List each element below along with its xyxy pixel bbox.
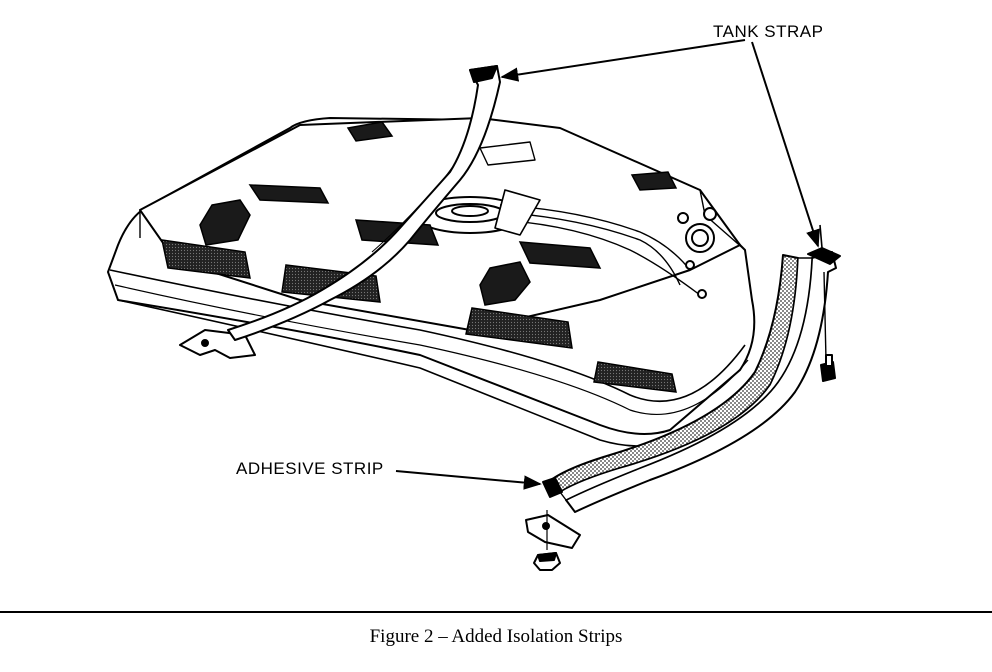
strip-front-left [161, 239, 251, 279]
pad-top-rear [346, 121, 394, 142]
adhesive-strip-arrow [395, 470, 542, 490]
tank-strap-arrow-right [751, 41, 820, 248]
caption-divider [0, 611, 992, 613]
callout-arrows [395, 39, 820, 490]
fuel-tank-illustration [107, 39, 841, 571]
strip-front-right [465, 307, 573, 349]
pad-top-left [248, 184, 330, 204]
pad-left-corner [199, 199, 251, 246]
tank-strap-arrow-left [500, 39, 746, 82]
adhesive-strip-label: ADHESIVE STRIP [236, 459, 384, 478]
left-tank-strap [227, 65, 501, 341]
figure-caption: Figure 2 – Added Isolation Strips [369, 626, 623, 647]
pad-right-corner [479, 261, 531, 306]
strip-front-far-right [593, 361, 677, 393]
pad-rear-right [630, 171, 678, 191]
tank-strap-label: TANK STRAP [713, 22, 824, 41]
fuel-tank [107, 117, 756, 447]
right-tank-strap [525, 224, 841, 571]
pad-top-right [518, 241, 602, 269]
